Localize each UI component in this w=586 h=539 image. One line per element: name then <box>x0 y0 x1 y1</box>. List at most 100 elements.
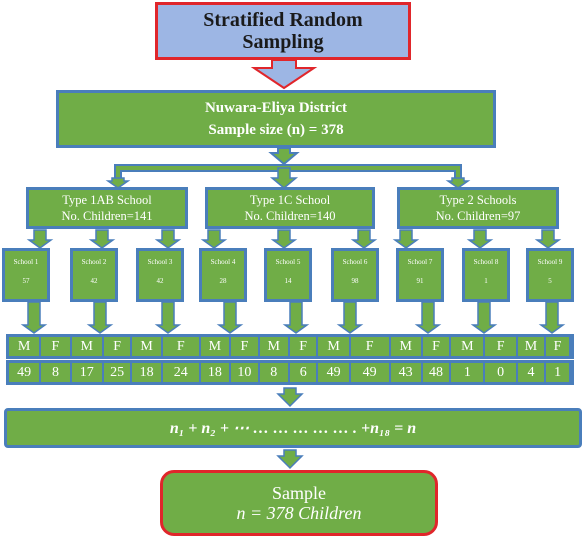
gender-header-cell: M <box>390 337 421 356</box>
sample-box: Sample n = 378 Children <box>160 470 438 536</box>
school-to-row-arrows <box>20 301 566 334</box>
gender-header-cell: F <box>422 337 450 356</box>
type-children: No. Children=140 <box>244 209 336 223</box>
school-name: School 4 <box>210 258 236 266</box>
school-count: 28 <box>219 277 227 285</box>
district-sample-size: Sample size (n) = 378 <box>208 122 344 138</box>
school-count: 91 <box>416 277 424 285</box>
gender-value-cell: 18 <box>200 363 230 382</box>
school-name: School 6 <box>342 258 368 266</box>
values-to-sum-arrow <box>276 387 304 408</box>
school-row-arrow-2 <box>86 301 114 334</box>
school-row-arrow-6 <box>336 301 364 334</box>
type-school-arrow-3 <box>154 229 182 249</box>
school-count: 1 <box>484 277 488 285</box>
district-arrow <box>268 147 300 166</box>
gender-value-cell: 18 <box>132 363 161 382</box>
school-box-5: School 5 14 <box>264 248 312 302</box>
gender-value-cell: 24 <box>162 363 199 382</box>
gender-header-cell: F <box>546 337 569 356</box>
type-name: Type 1C School <box>249 193 331 207</box>
gender-header-cell: F <box>162 337 199 356</box>
title-line-2: Sampling <box>242 31 324 53</box>
gender-header-cell: F <box>231 337 258 356</box>
school-row-arrow-9 <box>538 301 566 334</box>
gender-value-cell: 4 <box>517 363 545 382</box>
gender-value-cell: 49 <box>9 363 40 382</box>
gender-value-cell: 8 <box>259 363 288 382</box>
branch-arrow-right <box>445 177 471 189</box>
school-box-9: School 9 5 <box>526 248 574 302</box>
type-school-arrow-7 <box>392 229 420 249</box>
type-to-school-arrows <box>26 229 562 249</box>
type-school-arrow-5 <box>270 229 298 249</box>
school-box-7: School 7 91 <box>396 248 444 302</box>
school-count: 57 <box>22 277 30 285</box>
gender-header-cell: M <box>200 337 230 356</box>
gender-header-cell: F <box>103 337 131 356</box>
gender-header-cell: M <box>259 337 288 356</box>
school-row-arrow-3 <box>154 301 182 334</box>
gender-value-cell: 8 <box>41 363 70 382</box>
district-box: Nuwara-Eliya District Sample size (n) = … <box>56 90 496 148</box>
sample-label: Sample <box>272 483 326 503</box>
branch-arrow-left <box>105 177 131 189</box>
gender-header-cell: F <box>350 337 389 356</box>
type-school-arrow-6 <box>350 229 378 249</box>
type-children: No. Children=141 <box>61 209 153 223</box>
gender-value-cell: 49 <box>318 363 349 382</box>
gender-header-cell: M <box>318 337 349 356</box>
type-box-1c: Type 1C School No. Children=140 <box>205 187 375 229</box>
gender-header-cell: F <box>41 337 70 356</box>
school-count: 14 <box>284 277 292 285</box>
gender-header-cell: M <box>9 337 40 356</box>
gender-value-cell: 49 <box>350 363 389 382</box>
sample-size: n = 378 Children <box>236 503 362 523</box>
school-count: 5 <box>548 277 552 285</box>
school-box-4: School 4 28 <box>199 248 247 302</box>
type-school-arrow-1 <box>26 229 54 249</box>
title-box: Stratified Random Sampling <box>155 2 411 60</box>
school-row-arrow-7 <box>414 301 442 334</box>
type-name: Type 1AB School <box>62 193 152 207</box>
type-school-arrow-9 <box>534 229 562 249</box>
type-box-2: Type 2 Schools No. Children=97 <box>397 187 559 229</box>
school-row-arrow-4 <box>216 301 244 334</box>
gender-header-cell: F <box>289 337 317 356</box>
type-box-1ab: Type 1AB School No. Children=141 <box>26 187 188 229</box>
sum-formula-box: n₁ + n₂ + ⋯ … … … … … . +n₁₈ = n <box>4 408 582 448</box>
gender-value-cell: 48 <box>422 363 450 382</box>
gender-value-cell: 1 <box>451 363 484 382</box>
gender-value-cell: 1 <box>546 363 569 382</box>
district-name: Nuwara-Eliya District <box>204 100 348 116</box>
school-row-arrow-1 <box>20 301 48 334</box>
school-name: School 9 <box>537 258 563 266</box>
school-count: 42 <box>156 277 164 285</box>
sum-formula: n₁ + n₂ + ⋯ … … … … … . +n₁₈ = n <box>169 420 417 437</box>
school-box-2: School 2 42 <box>70 248 118 302</box>
type-school-arrow-4 <box>200 229 228 249</box>
gender-header-cell: M <box>517 337 545 356</box>
gender-value-cell: 0 <box>485 363 516 382</box>
school-count: 98 <box>351 277 359 285</box>
title-arrow <box>250 59 318 90</box>
type-school-arrow-8 <box>466 229 494 249</box>
gender-header-cell: F <box>485 337 516 356</box>
school-count: 42 <box>90 277 98 285</box>
school-name: School 7 <box>407 258 433 266</box>
gender-header-cell: M <box>71 337 102 356</box>
school-box-3: School 3 42 <box>136 248 184 302</box>
type-children: No. Children=97 <box>435 209 521 223</box>
school-row-arrow-8 <box>470 301 498 334</box>
gender-value-cell: 17 <box>71 363 102 382</box>
school-name: School 5 <box>275 258 301 266</box>
school-row-arrow-5 <box>282 301 310 334</box>
school-name: School 2 <box>81 258 107 266</box>
school-name: School 3 <box>147 258 173 266</box>
type-name: Type 2 Schools <box>439 193 517 207</box>
